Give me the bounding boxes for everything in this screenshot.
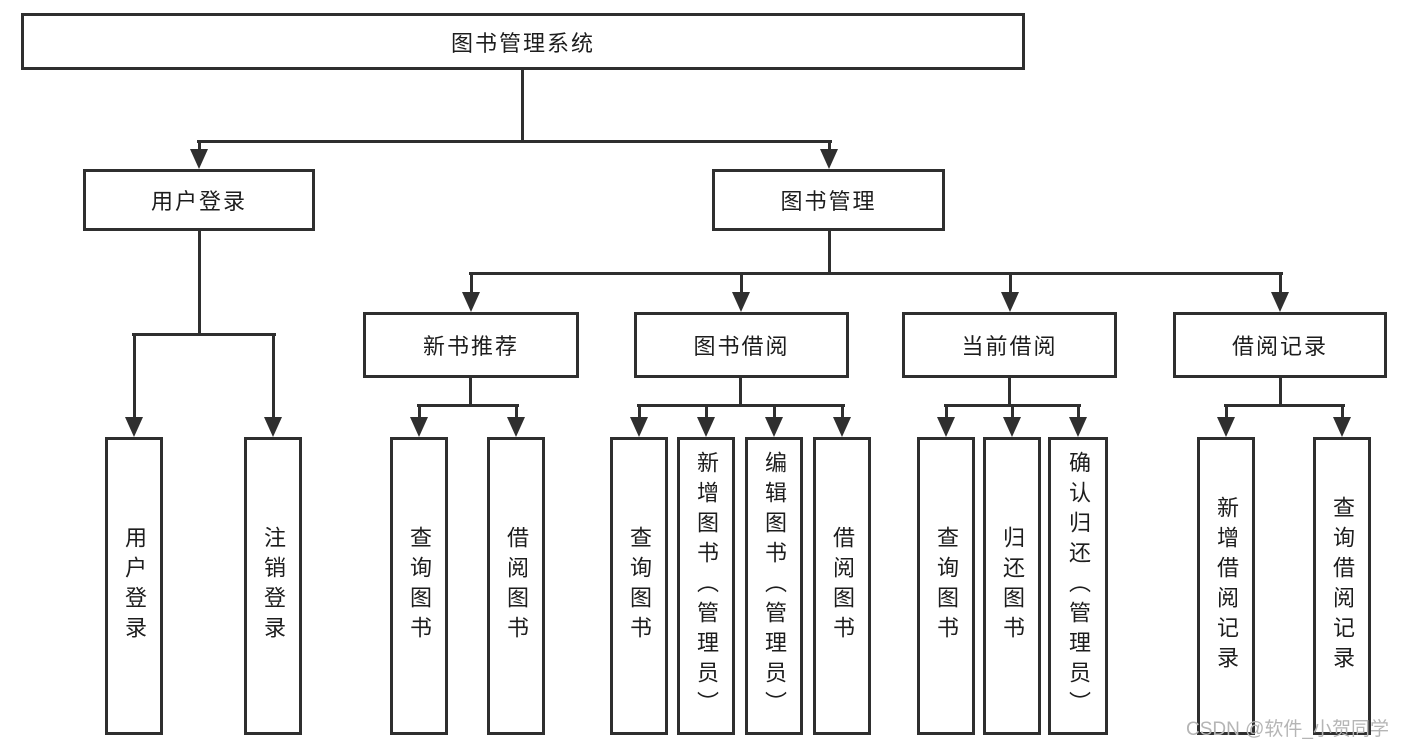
leaf-user-login: 用户登录 (105, 437, 163, 735)
connector-line (840, 405, 844, 421)
arrowhead-icon (410, 417, 428, 437)
node-book-management: 图书管理 (712, 169, 945, 231)
leaf-query-books-2: 查询图书 (610, 437, 668, 735)
leaf-confirm-return-admin: 确认归还（管理员） (1048, 437, 1108, 735)
connector-line (514, 405, 518, 421)
connector-line (196, 139, 832, 143)
node-user-login: 用户登录 (83, 169, 315, 231)
connector-line (131, 332, 276, 336)
connector-line (520, 70, 524, 141)
leaf-query-books-1: 查询图书 (390, 437, 448, 735)
connector-line (739, 378, 742, 405)
leaf-query-books-3: 查询图书 (917, 437, 975, 735)
arrowhead-icon (1217, 417, 1235, 437)
arrowhead-icon (1003, 417, 1021, 437)
connector-line (637, 405, 641, 421)
arrowhead-icon (732, 292, 750, 312)
connector-line (944, 405, 948, 421)
connector-line (417, 405, 421, 421)
arrowhead-icon (125, 417, 143, 437)
leaf-add-borrow-record: 新增借阅记录 (1197, 437, 1255, 735)
connector-line (468, 271, 1283, 275)
connector-line (132, 334, 136, 421)
connector-line (739, 273, 743, 296)
node-current-borrow: 当前借阅 (902, 312, 1117, 378)
arrowhead-icon (1333, 417, 1351, 437)
arrowhead-icon (820, 149, 838, 169)
connector-line (197, 141, 201, 153)
leaf-borrow-books-2: 借阅图书 (813, 437, 871, 735)
connector-line (1008, 378, 1011, 405)
connector-line (1224, 405, 1228, 421)
connector-line (1278, 273, 1282, 296)
connector-line (469, 378, 472, 405)
connector-line (827, 231, 831, 273)
connector-line (197, 231, 201, 334)
node-new-book-recommend: 新书推荐 (363, 312, 579, 378)
connector-line (772, 405, 776, 421)
arrowhead-icon (507, 417, 525, 437)
watermark: CSDN @软件_小贺同学 (1186, 719, 1389, 740)
arrowhead-icon (190, 149, 208, 169)
connector-line (636, 403, 845, 407)
leaf-borrow-books-1: 借阅图书 (487, 437, 545, 735)
arrowhead-icon (462, 292, 480, 312)
node-book-borrow: 图书借阅 (634, 312, 849, 378)
leaf-query-borrow-record: 查询借阅记录 (1313, 437, 1371, 735)
connector-line (1008, 273, 1012, 296)
arrowhead-icon (264, 417, 282, 437)
connector-line (271, 334, 275, 421)
leaf-edit-book-admin: 编辑图书（管理员） (745, 437, 803, 735)
connector-line (827, 141, 831, 153)
connector-line (1278, 378, 1282, 405)
leaf-add-book-admin: 新增图书（管理员） (677, 437, 735, 735)
connector-line (1340, 405, 1344, 421)
node-root: 图书管理系统 (21, 13, 1025, 70)
arrowhead-icon (1069, 417, 1087, 437)
arrowhead-icon (697, 417, 715, 437)
arrowhead-icon (1271, 292, 1289, 312)
arrowhead-icon (937, 417, 955, 437)
arrowhead-icon (765, 417, 783, 437)
connector-line (469, 273, 473, 296)
arrowhead-icon (833, 417, 851, 437)
leaf-logout: 注销登录 (244, 437, 302, 735)
node-borrow-records: 借阅记录 (1173, 312, 1387, 378)
arrowhead-icon (1001, 292, 1019, 312)
connector-line (1223, 403, 1345, 407)
connector-line (704, 405, 708, 421)
connector-line (1010, 405, 1014, 421)
connector-line (1076, 405, 1080, 421)
leaf-return-book: 归还图书 (983, 437, 1041, 735)
arrowhead-icon (630, 417, 648, 437)
connector-line (416, 403, 519, 407)
